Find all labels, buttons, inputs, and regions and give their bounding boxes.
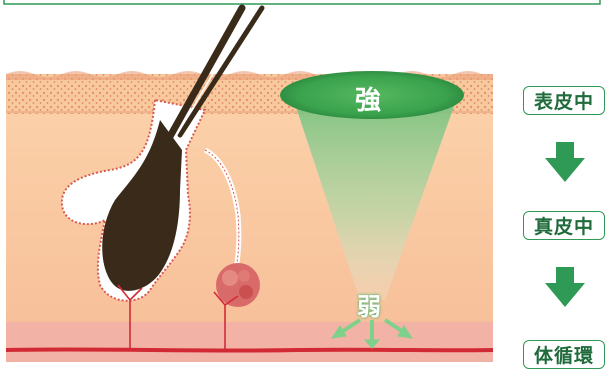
layer-label-epidermis: 表皮中 <box>523 86 605 115</box>
top-frame <box>4 0 600 4</box>
weak-label: 弱 <box>357 287 381 322</box>
down-arrow-icon <box>545 267 585 307</box>
strong-label: 強 <box>355 80 381 117</box>
down-arrow-icon <box>545 142 585 182</box>
sweat-gland <box>216 263 260 307</box>
blood-vessel <box>6 349 493 350</box>
subcutis-band <box>6 322 493 362</box>
layer-label-circulation: 体循環 <box>523 340 605 369</box>
layer-label-dermis: 真皮中 <box>523 211 605 240</box>
